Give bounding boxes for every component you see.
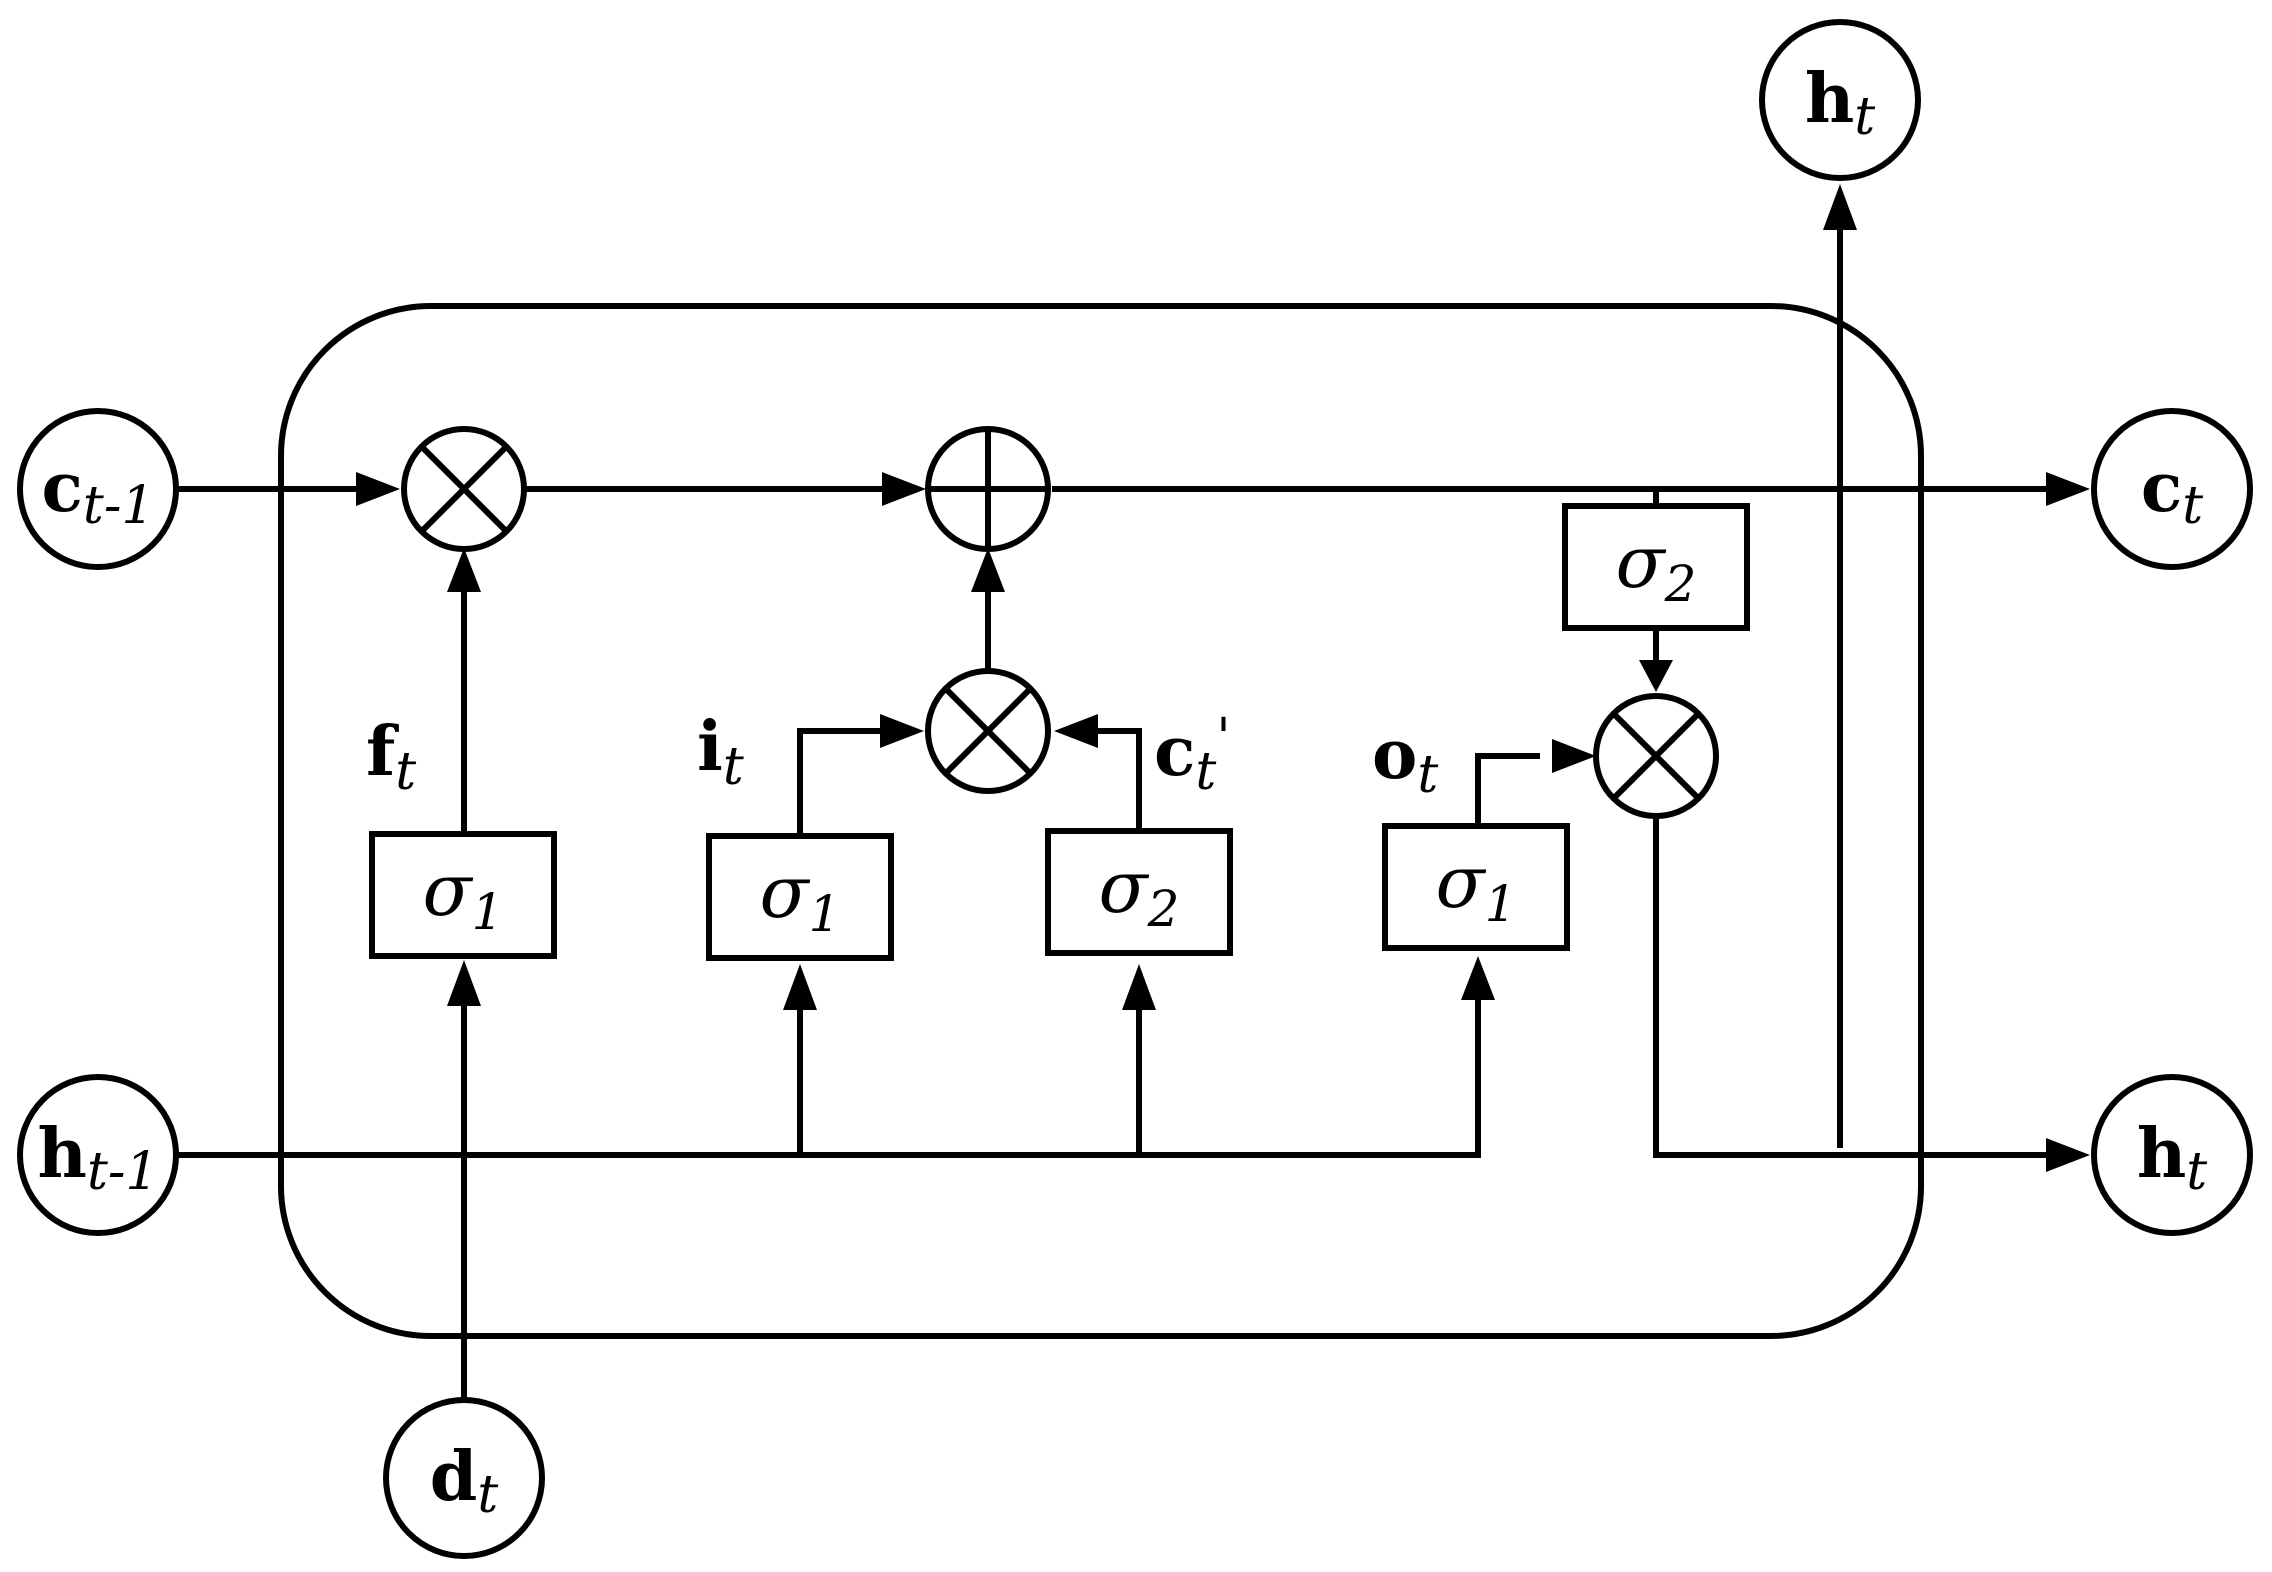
arrowhead — [1823, 184, 1857, 230]
sigma-box-cell-activation: σ2 — [1562, 503, 1750, 631]
arrowhead — [2046, 1138, 2090, 1172]
line-hprev-bus — [176, 1000, 1481, 1158]
svg-text:σ2: σ2 — [1616, 520, 1697, 613]
arrowheads — [356, 184, 2090, 1172]
sigma-subscript: 2 — [1147, 880, 1180, 938]
arrowhead — [1639, 660, 1673, 692]
svg-text:σ1: σ1 — [423, 848, 504, 941]
sigma-subscript: 1 — [1485, 875, 1517, 933]
arrowhead — [447, 960, 481, 1006]
candidate-label: ct' — [1154, 708, 1231, 802]
arrowhead — [882, 472, 926, 506]
arrowhead — [1054, 714, 1098, 748]
sigma-symbol: σ — [1436, 840, 1487, 924]
sigma-subscript: 2 — [1664, 555, 1697, 613]
sigma-subscript: 1 — [809, 885, 841, 943]
sigma-box-output: σ1 — [1382, 823, 1570, 951]
node-h-prev: ht-1 — [17, 1074, 179, 1236]
svg-text:dt: dt — [430, 1437, 499, 1525]
line-cand-box-to-mul — [1098, 728, 1142, 831]
arrowhead — [2046, 472, 2090, 506]
svg-text:ht: ht — [2137, 1114, 2207, 1202]
node-c-prev: ct-1 — [17, 408, 179, 570]
multiply-operator-forget — [401, 426, 527, 552]
sigma-box-input: σ1 — [706, 833, 894, 961]
sigma-subscript: 1 — [472, 883, 504, 941]
arrowhead — [1461, 956, 1495, 1000]
arrowhead — [783, 964, 817, 1010]
sigma-symbol: σ — [1616, 520, 1667, 604]
cell-boundary — [278, 303, 1924, 1339]
svg-text:ht: ht — [1805, 59, 1875, 147]
sigma-symbol: σ — [1099, 845, 1150, 929]
node-h-top: ht — [1759, 19, 1921, 181]
output-gate-label: ot — [1372, 715, 1438, 805]
sigma-symbol: σ — [760, 850, 811, 934]
svg-text:ht-1: ht-1 — [37, 1114, 158, 1202]
svg-text:σ2: σ2 — [1099, 845, 1180, 938]
svg-text:ct-1: ct-1 — [42, 448, 155, 536]
multiply-operator-output — [1593, 693, 1719, 819]
multiply-operator-input — [925, 668, 1051, 794]
node-h-out: ht — [2091, 1074, 2253, 1236]
forget-gate-label: ft — [366, 712, 416, 802]
arrowhead — [447, 548, 481, 592]
line-mul-out-to-hout — [1653, 818, 2046, 1158]
arrowhead — [1122, 964, 1156, 1010]
svg-text:σ1: σ1 — [1436, 840, 1517, 933]
svg-text:ct: ct — [2141, 448, 2203, 536]
input-gate-label: it — [697, 707, 744, 797]
line-input-box-to-mul — [797, 728, 880, 836]
node-d-in: dt — [383, 1397, 545, 1559]
arrowhead — [880, 714, 924, 748]
arrowhead — [356, 472, 400, 506]
arrowhead — [971, 548, 1005, 592]
sigma-box-candidate: σ2 — [1045, 828, 1233, 956]
line-output-box-to-mul — [1475, 753, 1540, 826]
connections — [176, 230, 2046, 1400]
sigma-box-forget: σ1 — [369, 831, 557, 959]
svg-text:σ1: σ1 — [760, 850, 841, 943]
node-c-out: ct — [2091, 408, 2253, 570]
arrowhead — [1552, 739, 1596, 773]
add-operator-cell — [925, 426, 1051, 552]
sigma-symbol: σ — [423, 848, 474, 932]
